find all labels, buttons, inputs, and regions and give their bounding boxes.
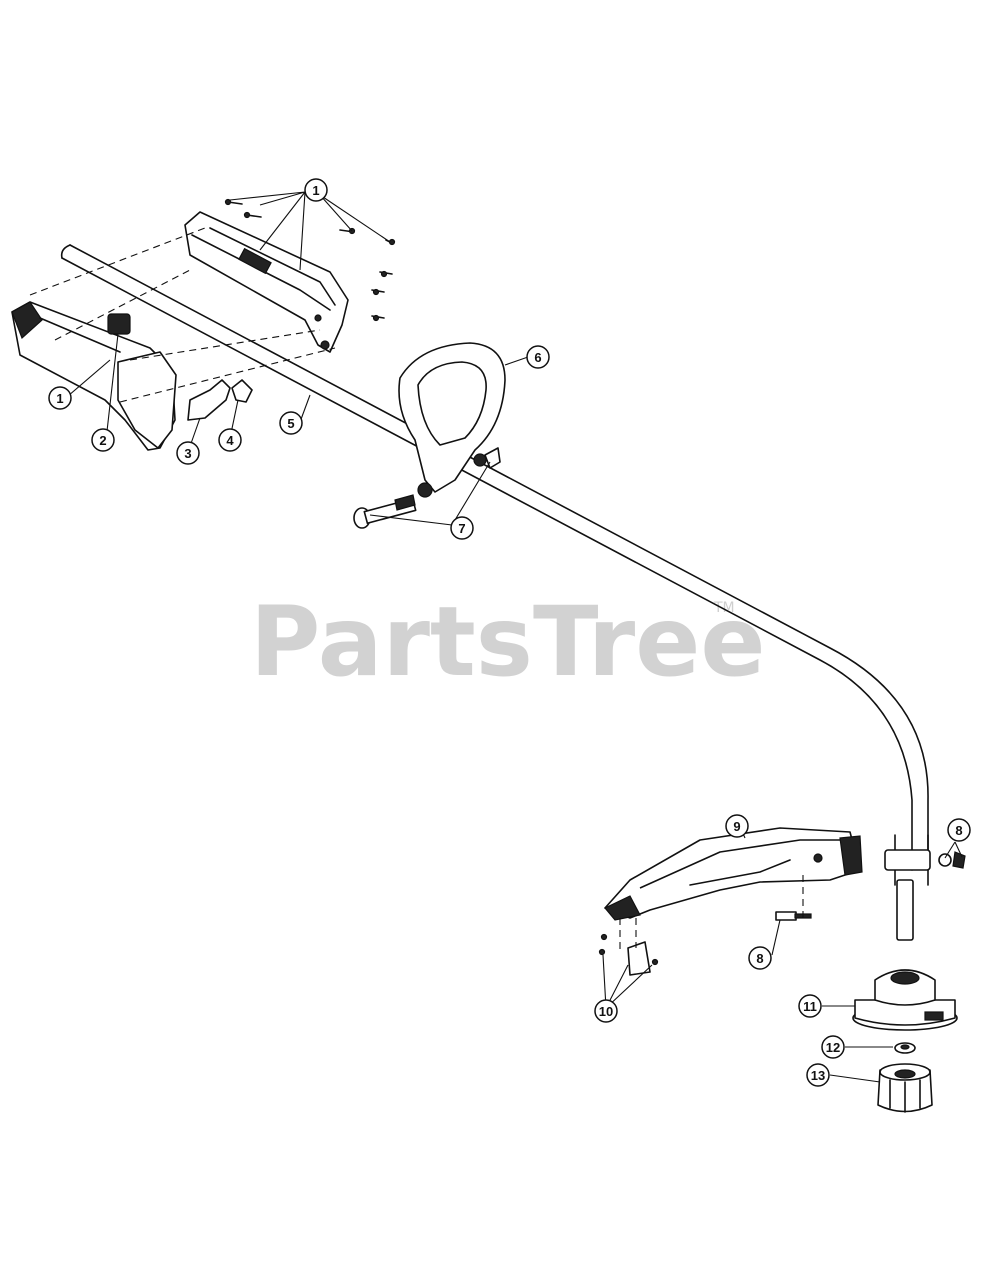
assembly-lines-top: [29, 227, 336, 403]
callout-1-top[interactable]: 1: [304, 178, 328, 202]
svg-text:1: 1: [56, 391, 63, 406]
spring[interactable]: [894, 1042, 916, 1054]
line-cutter-blade[interactable]: [598, 918, 659, 976]
svg-text:12: 12: [826, 1040, 840, 1055]
clamp[interactable]: [884, 849, 966, 871]
svg-text:3: 3: [184, 446, 191, 461]
callout-7[interactable]: 7: [450, 516, 474, 540]
watermark-text: PartsTree: [250, 586, 765, 698]
d-handle[interactable]: [398, 342, 506, 498]
svg-text:1: 1: [312, 183, 319, 198]
callout-13[interactable]: 13: [806, 1063, 830, 1087]
callout-12[interactable]: 12: [821, 1035, 845, 1059]
callout-8-right[interactable]: 8: [947, 818, 971, 842]
callout-10[interactable]: 10: [594, 999, 618, 1023]
svg-text:5: 5: [287, 416, 294, 431]
svg-text:2: 2: [99, 433, 106, 448]
callout-3[interactable]: 3: [176, 441, 200, 465]
callout-9[interactable]: 9: [725, 814, 749, 838]
svg-text:8: 8: [955, 823, 962, 838]
guard[interactable]: [604, 827, 863, 921]
bolt[interactable]: [353, 494, 417, 529]
spool-housing[interactable]: [852, 969, 958, 1031]
svg-text:6: 6: [534, 350, 541, 365]
svg-text:11: 11: [803, 999, 817, 1014]
callout-4[interactable]: 4: [218, 428, 242, 452]
bump-knob[interactable]: [877, 1063, 933, 1113]
svg-text:8: 8: [756, 951, 763, 966]
callouts: 1 1 2 3 4 5 6 7: [48, 178, 971, 1087]
svg-text:10: 10: [599, 1004, 613, 1019]
callout-5[interactable]: 5: [279, 411, 303, 435]
guard-bolt[interactable]: [775, 875, 812, 921]
svg-text:13: 13: [811, 1068, 825, 1083]
leader-lines: [67, 191, 963, 1083]
callout-1-bottom[interactable]: 1: [48, 386, 72, 410]
callout-8-lower[interactable]: 8: [748, 946, 772, 970]
upper-housing[interactable]: [184, 211, 349, 353]
svg-text:9: 9: [733, 819, 740, 834]
screws: [224, 198, 396, 322]
callout-2[interactable]: 2: [91, 428, 115, 452]
callout-6[interactable]: 6: [526, 345, 550, 369]
svg-text:4: 4: [226, 433, 234, 448]
svg-text:7: 7: [458, 521, 465, 536]
switch-parts[interactable]: [107, 313, 253, 421]
callout-11[interactable]: 11: [798, 994, 822, 1018]
watermark: PartsTree TM: [250, 586, 765, 698]
lower-housing[interactable]: [11, 301, 177, 451]
